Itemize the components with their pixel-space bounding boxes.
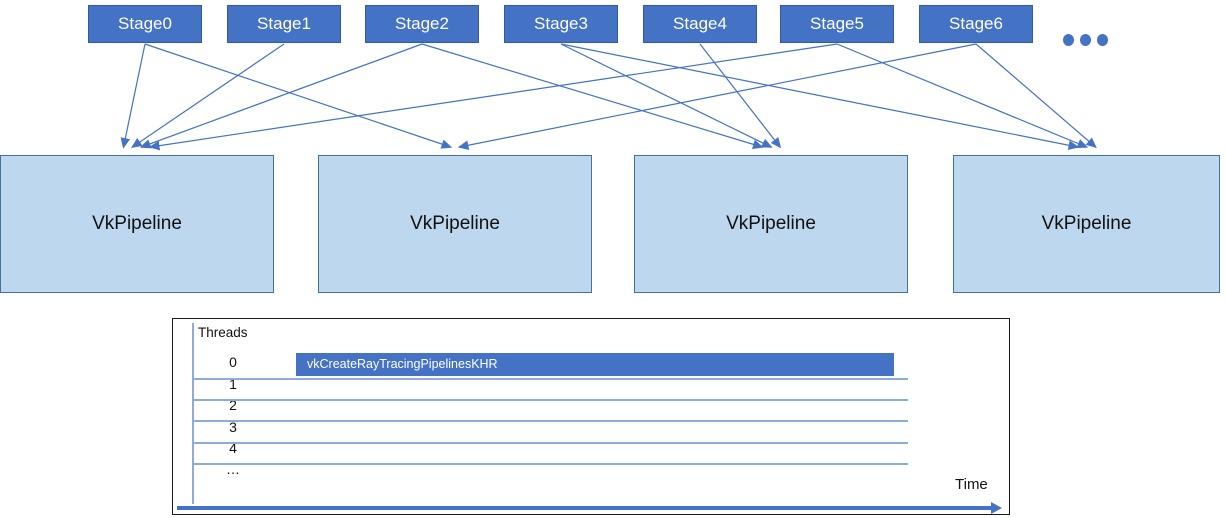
vkpipeline-box-2: VkPipeline [318,155,592,293]
thread-row-label: 2 [229,397,237,413]
x-axis-label: Time [955,476,988,493]
time-axis-arrowhead-icon [991,502,1002,514]
stage-box-3: Stage3 [504,5,618,43]
vkpipeline-box-3: VkPipeline [634,155,908,293]
thread-row-label: … [226,461,240,477]
thread-row-label: 4 [229,440,237,456]
row-separator [192,420,908,422]
time-axis-line [177,506,993,510]
ellipsis-dot-icon [1063,34,1074,46]
vkpipeline-box-1: VkPipeline [0,155,274,293]
stage-box-1: Stage1 [227,5,341,43]
stage-box-0: Stage0 [88,5,202,43]
ellipsis-dot-icon [1097,34,1108,46]
row-separator [192,463,908,465]
row-separator [192,442,908,444]
ellipsis-dot-icon [1080,34,1091,46]
stage-box-5: Stage5 [780,5,894,43]
thread-row-label: 1 [229,376,237,392]
threads-timeline-chart: Threads 0 1 2 3 4 … vkCreateRayTracingPi… [172,318,1010,515]
stage-box-2: Stage2 [365,5,479,43]
more-stages-ellipsis-icon [1063,33,1115,47]
row-separator [192,378,908,380]
y-axis-line [192,323,194,504]
stage-box-6: Stage6 [919,5,1033,43]
stage-box-4: Stage4 [643,5,757,43]
timeline-bar-vkCreateRayTracingPipelinesKHR: vkCreateRayTracingPipelinesKHR [296,353,894,376]
thread-row-label: 3 [229,419,237,435]
y-axis-label: Threads [198,325,248,340]
vkpipeline-box-4: VkPipeline [953,155,1220,293]
thread-row-label: 0 [229,354,237,370]
row-separator [192,399,908,401]
